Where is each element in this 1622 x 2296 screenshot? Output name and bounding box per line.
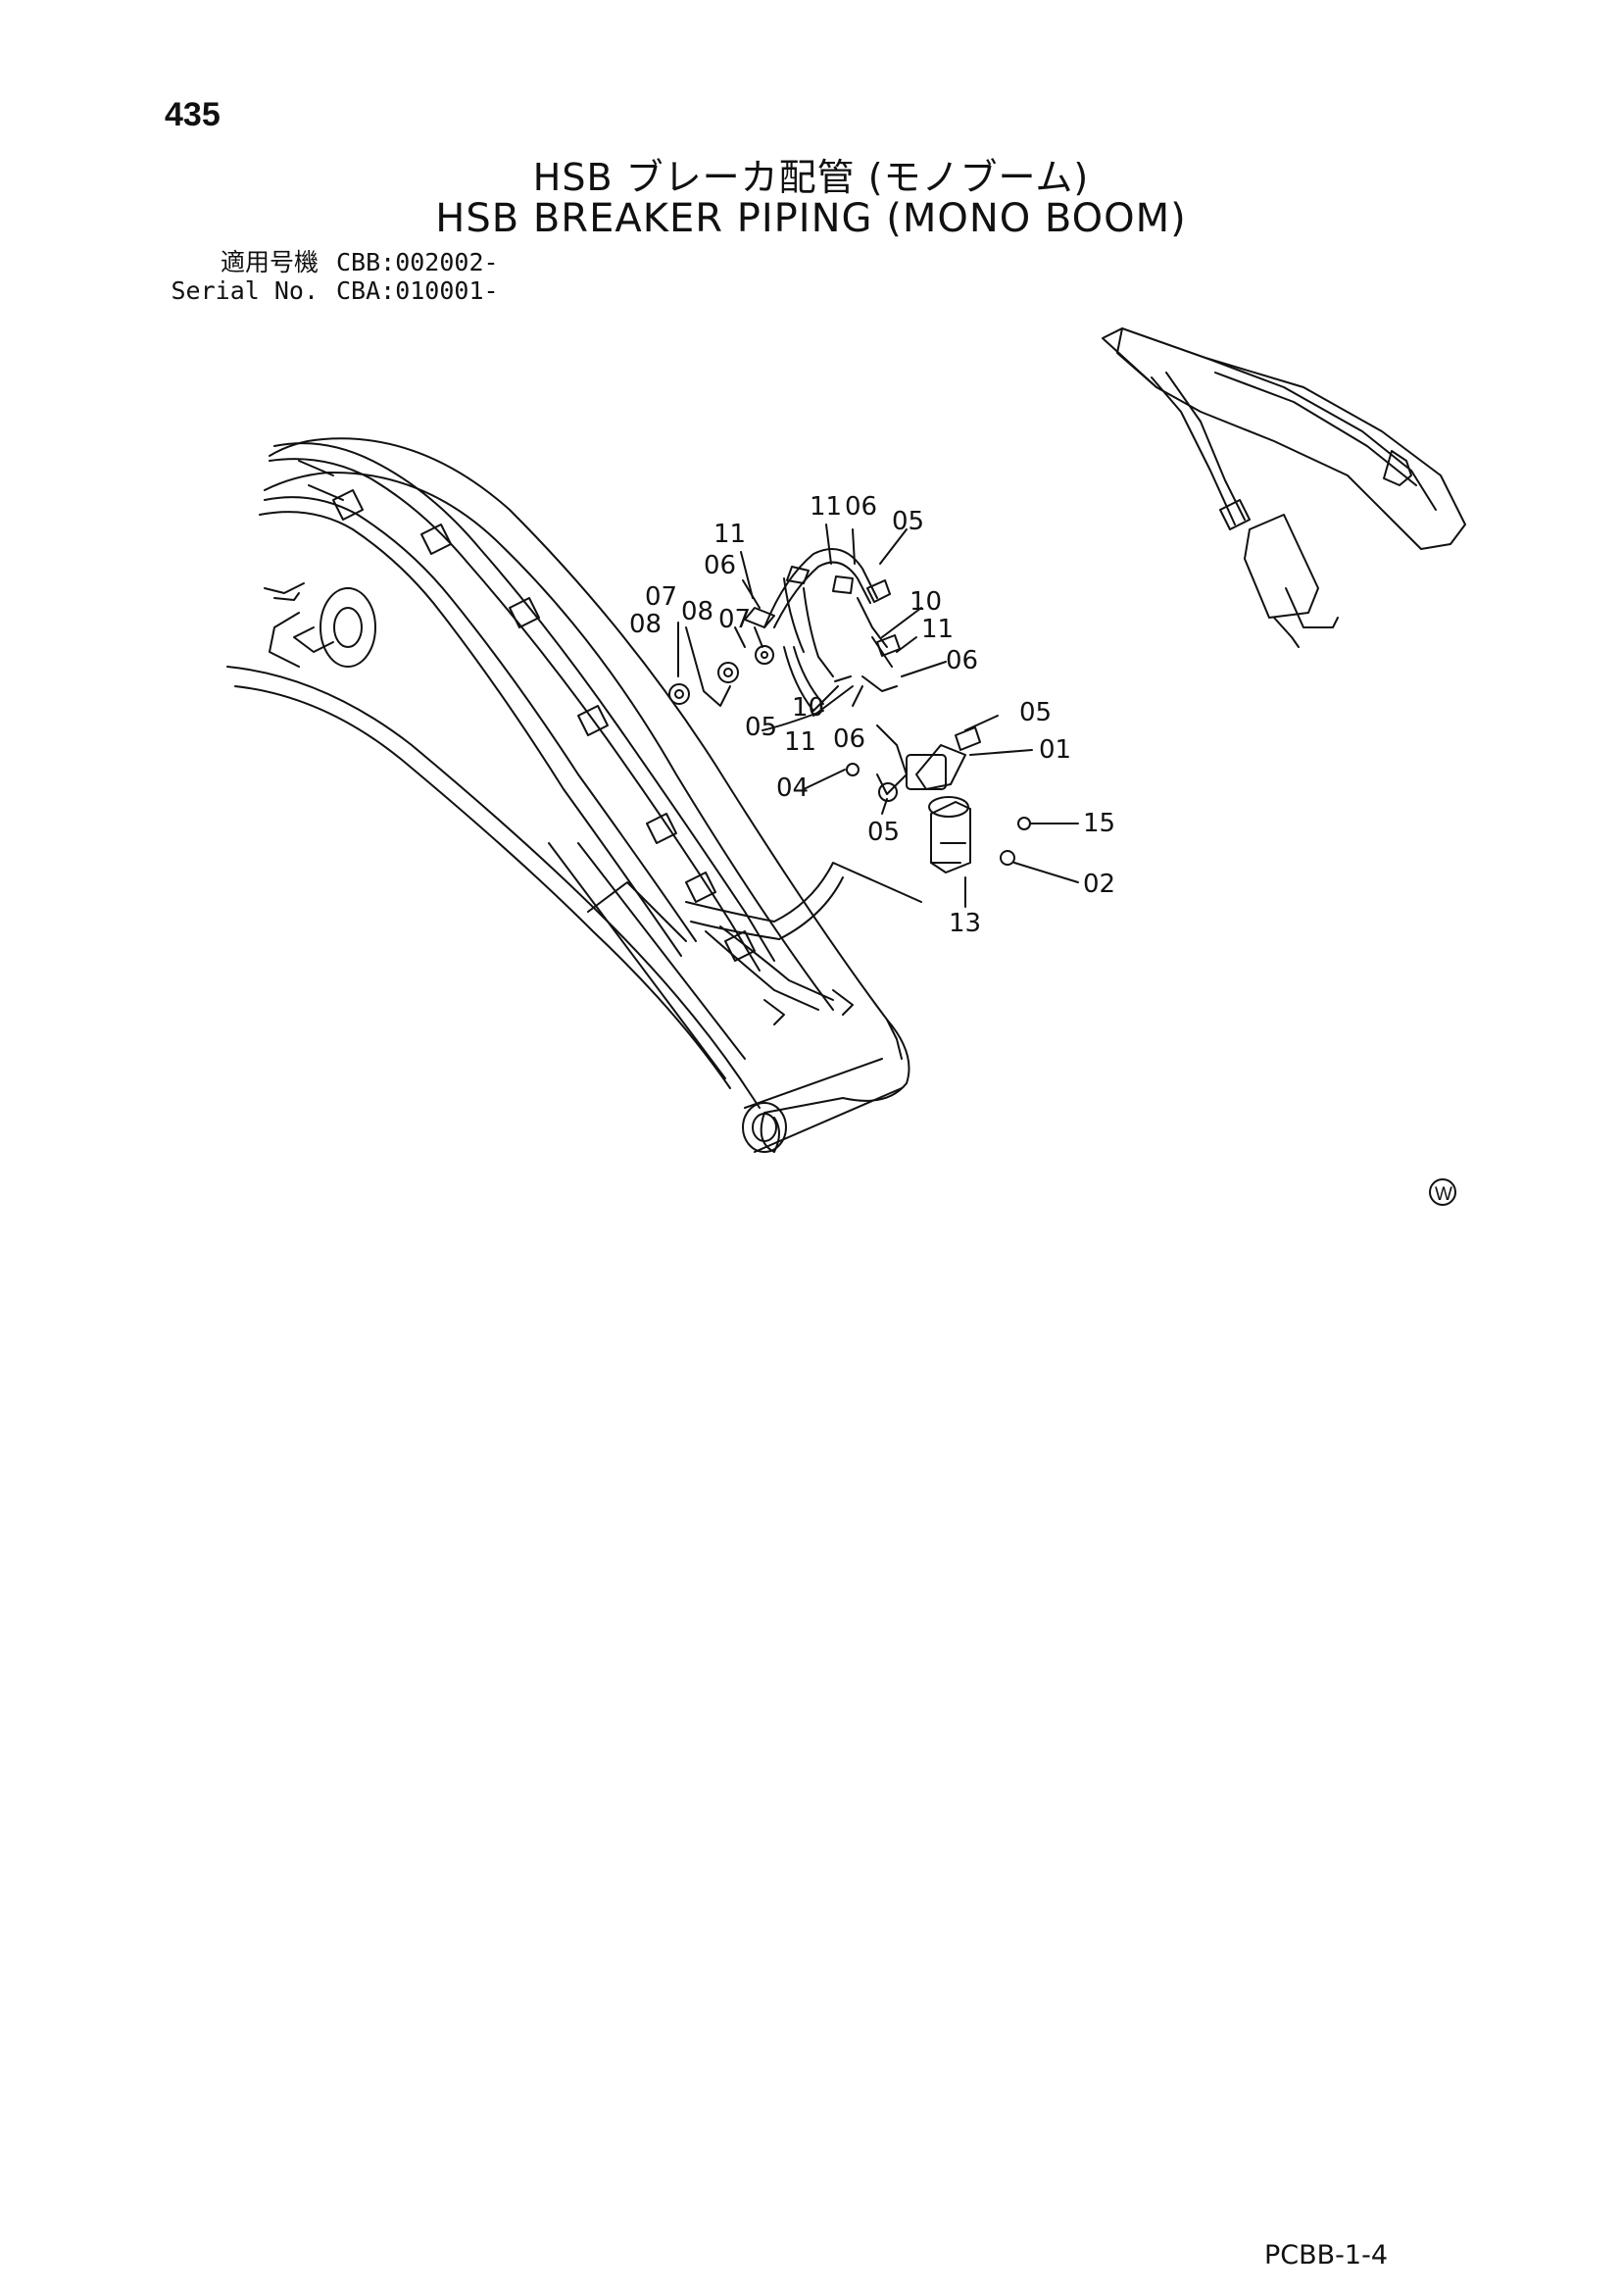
valve-block: [928, 796, 971, 873]
callout-07: 07: [645, 582, 677, 612]
callout-06: 06: [833, 724, 865, 754]
inset-excavator-view: [1102, 327, 1466, 648]
callout-06: 06: [845, 492, 877, 522]
callout-05: 05: [1019, 698, 1052, 727]
serial-value: CBA:010001-: [336, 276, 499, 305]
callout-04: 04: [776, 774, 809, 803]
callout-06: 06: [946, 646, 978, 675]
callout-07: 07: [718, 605, 751, 634]
callout-labels: 11 06 11 06 05 07 08 08 07 10 11 06 05 1…: [629, 492, 1115, 938]
leader-lines: [677, 524, 1079, 908]
callout-08: 08: [681, 597, 713, 626]
serial-block: 適用号機 CBB:002002- Serial No. CBA:010001-: [157, 248, 499, 305]
callout-01: 01: [1039, 735, 1071, 765]
footer-code: PCBB-1-4: [1264, 2240, 1389, 2271]
page-number: 435: [165, 96, 221, 133]
callout-11: 11: [921, 615, 954, 644]
title-english: HSB BREAKER PIPING (MONO BOOM): [435, 196, 1187, 241]
title-japanese: HSB ブレーカ配管 (モノブーム): [532, 156, 1090, 199]
callout-05: 05: [745, 713, 777, 742]
serial-label: 適用号機: [220, 248, 319, 276]
callout-11: 11: [713, 520, 746, 549]
callout-05: 05: [892, 507, 924, 536]
callout-11: 11: [784, 727, 816, 757]
callout-15: 15: [1083, 809, 1115, 838]
callout-10: 10: [909, 587, 942, 617]
main-boom: [226, 437, 922, 1153]
serial-row: Serial No. CBA:010001-: [157, 276, 499, 305]
callout-10: 10: [792, 693, 824, 723]
callout-11: 11: [810, 492, 842, 522]
callout-06: 06: [704, 551, 736, 580]
callout-05: 05: [867, 818, 900, 847]
callout-08: 08: [629, 610, 662, 639]
callout-13: 13: [949, 909, 981, 938]
serial-label: Serial No.: [171, 276, 319, 305]
corner-mark-letter: W: [1435, 1184, 1452, 1205]
corner-mark: W: [1429, 1178, 1456, 1206]
callout-02: 02: [1083, 870, 1115, 899]
hose-assembly: [668, 548, 1031, 873]
serial-row: 適用号機 CBB:002002-: [157, 248, 499, 276]
serial-value: CBB:002002-: [336, 248, 499, 276]
